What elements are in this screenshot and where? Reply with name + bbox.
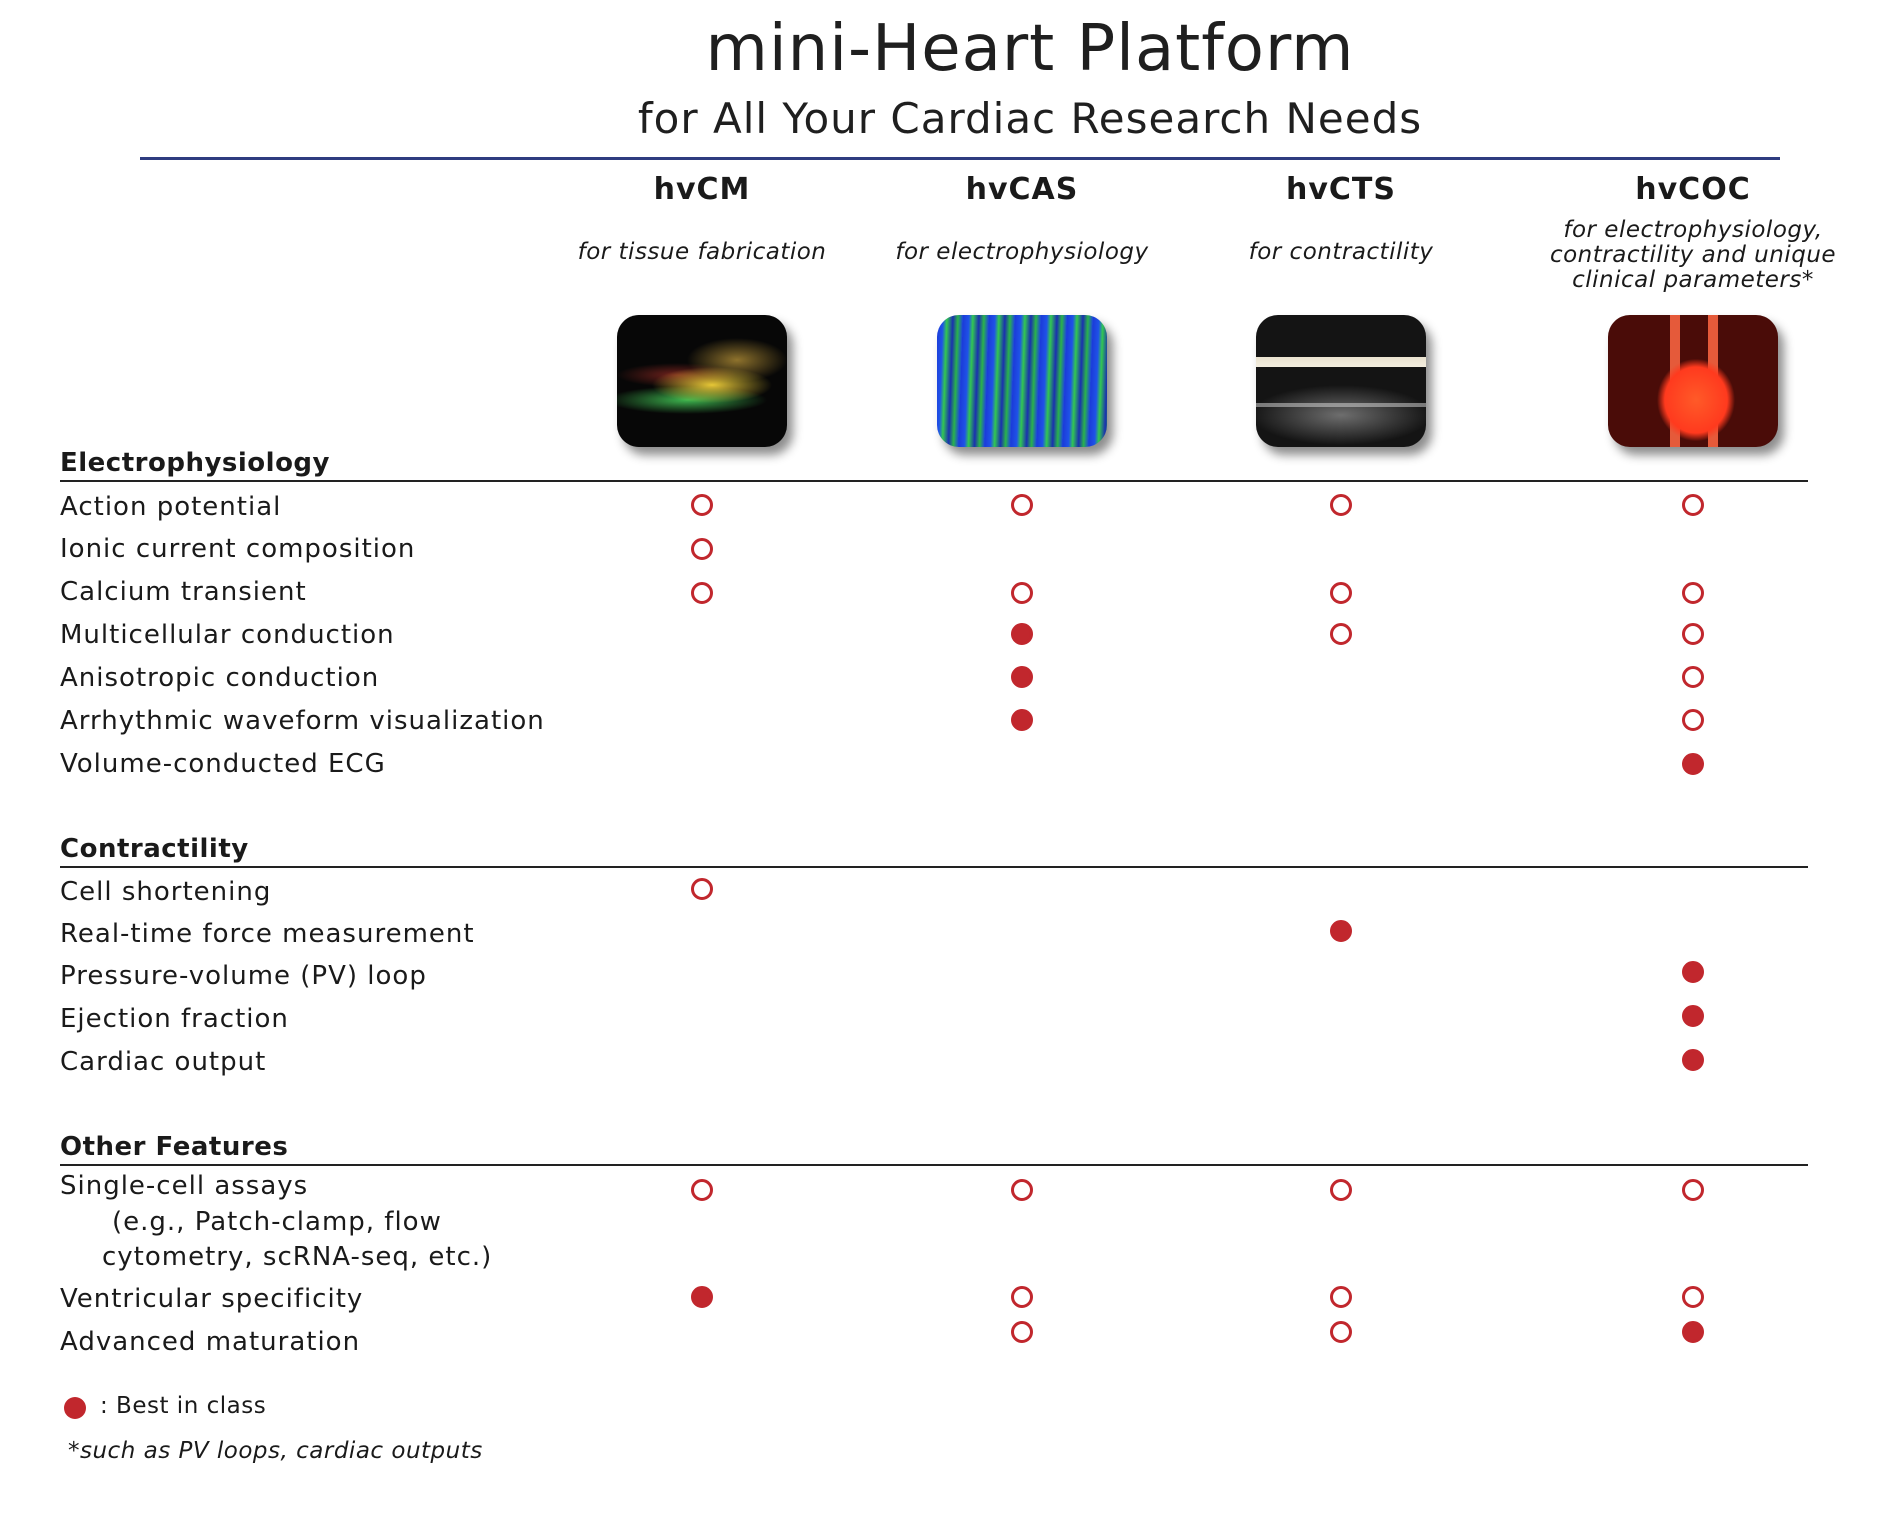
best-in-class-marker — [1682, 1005, 1704, 1027]
supported-marker — [1330, 1286, 1352, 1308]
footnote: *such as PV loops, cardiac outputs — [68, 1438, 483, 1464]
row-label: Advanced maturation — [60, 1327, 361, 1357]
column-desc-hvcas: for electrophysiology — [895, 239, 1149, 265]
supported-marker — [1011, 1321, 1033, 1343]
supported-marker — [691, 1179, 713, 1201]
hvcas-image — [937, 315, 1107, 447]
best-in-class-marker — [1682, 961, 1704, 983]
row-label: Single-cell assays — [60, 1171, 309, 1201]
row-label: Real-time force measurement — [60, 919, 475, 949]
row-label: Volume-conducted ECG — [60, 749, 386, 779]
hvcts-image — [1256, 315, 1426, 447]
row-label: Arrhythmic waveform visualization — [60, 706, 545, 736]
best-in-class-legend-marker — [64, 1397, 86, 1419]
section-divider — [60, 480, 1808, 482]
row-label: Anisotropic conduction — [60, 663, 380, 693]
section-divider — [60, 866, 1808, 868]
section-title-other-features: Other Features — [60, 1132, 289, 1162]
supported-marker — [1011, 582, 1033, 604]
column-desc-hvcts: for contractility — [1248, 239, 1434, 265]
column-title-hvcas: hvCAS — [965, 172, 1079, 207]
best-in-class-marker — [1011, 623, 1033, 645]
row-label: Calcium transient — [60, 577, 307, 607]
supported-marker — [1682, 666, 1704, 688]
row-label: Ventricular specificity — [60, 1284, 364, 1314]
header-divider — [140, 157, 1780, 160]
supported-marker — [1682, 1179, 1704, 1201]
row-label: Ejection fraction — [60, 1004, 289, 1034]
row-label: Ionic current composition — [60, 534, 416, 564]
supported-marker — [691, 538, 713, 560]
page-subtitle: for All Your Cardiac Research Needs — [637, 94, 1423, 143]
row-label: Pressure-volume (PV) loop — [60, 961, 427, 991]
supported-marker — [1330, 623, 1352, 645]
supported-marker — [691, 582, 713, 604]
supported-marker — [1682, 709, 1704, 731]
best-in-class-marker — [1682, 753, 1704, 775]
column-title-hvcoc: hvCOC — [1635, 172, 1751, 207]
best-in-class-marker — [1682, 1049, 1704, 1071]
supported-marker — [1330, 494, 1352, 516]
supported-marker — [1011, 494, 1033, 516]
row-label: Action potential — [60, 492, 282, 522]
supported-marker — [1682, 1286, 1704, 1308]
section-divider — [60, 1164, 1808, 1166]
page-title: mini-Heart Platform — [705, 12, 1355, 86]
best-in-class-marker — [691, 1286, 713, 1308]
hvcoc-image — [1608, 315, 1778, 447]
supported-marker — [1330, 1179, 1352, 1201]
row-label: Cardiac output — [60, 1047, 267, 1077]
row-sublabel: cytometry, scRNA-seq, etc.) — [102, 1242, 493, 1272]
best-in-class-marker — [1011, 709, 1033, 731]
best-in-class-marker — [1011, 666, 1033, 688]
row-label: Multicellular conduction — [60, 620, 395, 650]
section-title-contractility: Contractility — [60, 834, 249, 864]
supported-marker — [1682, 582, 1704, 604]
column-desc-hvcoc: for electrophysiology, contractility and… — [1549, 217, 1837, 293]
column-title-hvcm: hvCM — [653, 172, 751, 207]
supported-marker — [1682, 623, 1704, 645]
supported-marker — [1682, 494, 1704, 516]
supported-marker — [691, 494, 713, 516]
supported-marker — [1011, 1286, 1033, 1308]
row-sublabel: (e.g., Patch-clamp, flow — [112, 1207, 442, 1237]
supported-marker — [1330, 1321, 1352, 1343]
row-label: Cell shortening — [60, 877, 272, 907]
best-in-class-marker — [1330, 920, 1352, 942]
legend-label: : Best in class — [100, 1393, 267, 1419]
supported-marker — [1011, 1179, 1033, 1201]
supported-marker — [691, 878, 713, 900]
section-title-electrophysiology: Electrophysiology — [60, 448, 330, 478]
column-desc-hvcm: for tissue fabrication — [577, 239, 827, 265]
supported-marker — [1330, 582, 1352, 604]
best-in-class-marker — [1682, 1321, 1704, 1343]
column-title-hvcts: hvCTS — [1286, 172, 1396, 207]
hvcm-image — [617, 315, 787, 447]
